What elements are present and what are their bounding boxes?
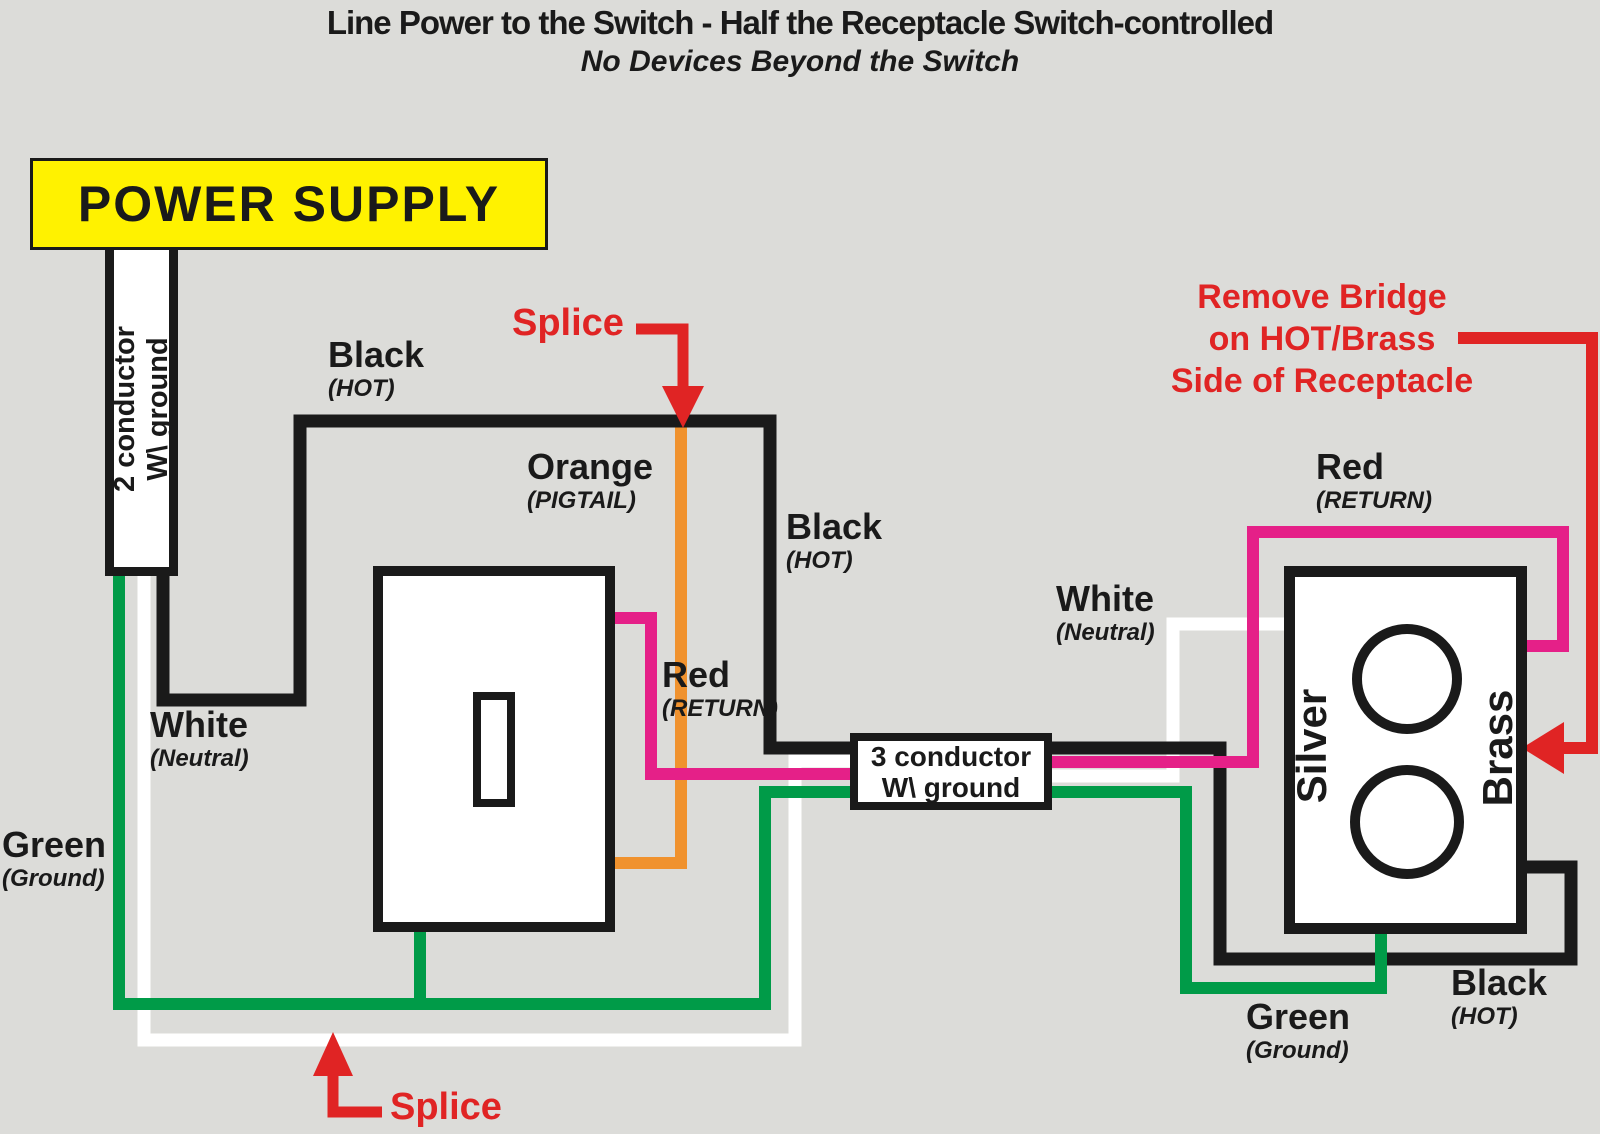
splice-bottom-label: Splice <box>390 1086 502 1128</box>
switch-toggle <box>473 692 515 807</box>
wire-label-black-hot-top: Black (HOT) <box>328 334 424 402</box>
wire-label-type: (HOT) <box>1451 1003 1518 1030</box>
wire-label-name: Red <box>1316 446 1385 487</box>
wire-label-type: (Ground) <box>2 865 105 892</box>
three-conductor-cable-box: 3 conductor W\ ground <box>850 733 1052 810</box>
wire-label-green-ground-right: Green (Ground) <box>1246 996 1350 1064</box>
wire-label-type: (Neutral) <box>1056 619 1155 646</box>
wire-label-name: Green <box>1246 996 1351 1037</box>
receptacle-outlet-bottom <box>1350 765 1464 879</box>
red-return-wire <box>607 526 1569 780</box>
wire-label-type: (RETURN) <box>1316 487 1432 514</box>
remove-bridge-note: Remove Bridge on HOT/Brass Side of Recep… <box>1162 276 1482 402</box>
wire-label-red-return-switch: Red (RETURN) <box>662 654 778 722</box>
wire-label-red-return-receptacle: Red (RETURN) <box>1316 446 1432 514</box>
three-conductor-line1: 3 conductor <box>870 740 1032 772</box>
wire-label-name: White <box>150 704 248 745</box>
wire-label-type: (Neutral) <box>150 745 249 772</box>
wire-label-type: (Ground) <box>1246 1037 1349 1064</box>
wire-label-name: Green <box>2 824 107 865</box>
power-supply-box: POWER SUPPLY <box>30 158 548 250</box>
two-conductor-line1: 2 conductor <box>108 325 141 492</box>
remove-bridge-line2: on HOT/Brass <box>1208 320 1436 358</box>
wire-label-type: (HOT) <box>328 375 395 402</box>
remove-bridge-line3: Side of Receptacle <box>1170 362 1474 400</box>
diagram-title-block: Line Power to the Switch - Half the Rece… <box>0 4 1600 79</box>
wire-label-black-hot-mid: Black (HOT) <box>786 506 882 574</box>
splice-top-pointer-line <box>636 323 689 398</box>
wire-label-white-neutral-left: White (Neutral) <box>150 704 249 772</box>
black-hot-wire <box>156 414 1578 966</box>
three-conductor-line2: W\ ground <box>881 771 1021 803</box>
wire-label-orange-pigtail: Orange (PIGTAIL) <box>527 446 653 514</box>
remove-bridge-pointer-line <box>1458 332 1598 754</box>
receptacle-silver-terminal-label: Silver <box>1288 688 1335 804</box>
green-ground-wire <box>113 568 1387 1010</box>
wire-label-name: Black <box>1451 962 1548 1003</box>
wire-label-name: White <box>1056 578 1154 619</box>
wire-label-type: (PIGTAIL) <box>527 487 636 514</box>
wire-label-name: Red <box>662 654 731 695</box>
wire-label-green-ground-left: Green (Ground) <box>2 824 106 892</box>
wire-label-type: (HOT) <box>786 547 853 574</box>
remove-bridge-line1: Remove Bridge <box>1197 278 1447 316</box>
two-conductor-line2: W\ ground <box>141 336 174 481</box>
wire-label-white-neutral-right: White (Neutral) <box>1056 578 1155 646</box>
receptacle-outlet-top <box>1352 624 1462 734</box>
power-supply-label: POWER SUPPLY <box>77 176 501 232</box>
orange-pigtail-wire <box>607 418 687 869</box>
remove-bridge-arrowhead <box>1522 722 1564 774</box>
receptacle-brass-terminal-label: Brass <box>1474 689 1521 807</box>
splice-bottom-arrowhead <box>313 1032 353 1076</box>
splice-bottom-pointer-line <box>327 1070 382 1118</box>
wire-label-name: Orange <box>527 446 654 487</box>
wire-label-name: Black <box>786 506 883 547</box>
wire-label-name: Black <box>328 334 425 375</box>
splice-top-arrowhead <box>662 386 704 428</box>
diagram-title: Line Power to the Switch - Half the Rece… <box>326 4 1274 41</box>
wire-label-black-hot-bottom: Black (HOT) <box>1451 962 1547 1030</box>
wire-label-type: (RETURN) <box>662 695 778 722</box>
splice-top-label: Splice <box>512 302 624 344</box>
diagram-subtitle: No Devices Beyond the Switch <box>580 45 1020 78</box>
two-conductor-cable-label: 2 conductor W\ ground <box>109 326 175 492</box>
two-conductor-cable-box: 2 conductor W\ ground <box>105 250 178 576</box>
